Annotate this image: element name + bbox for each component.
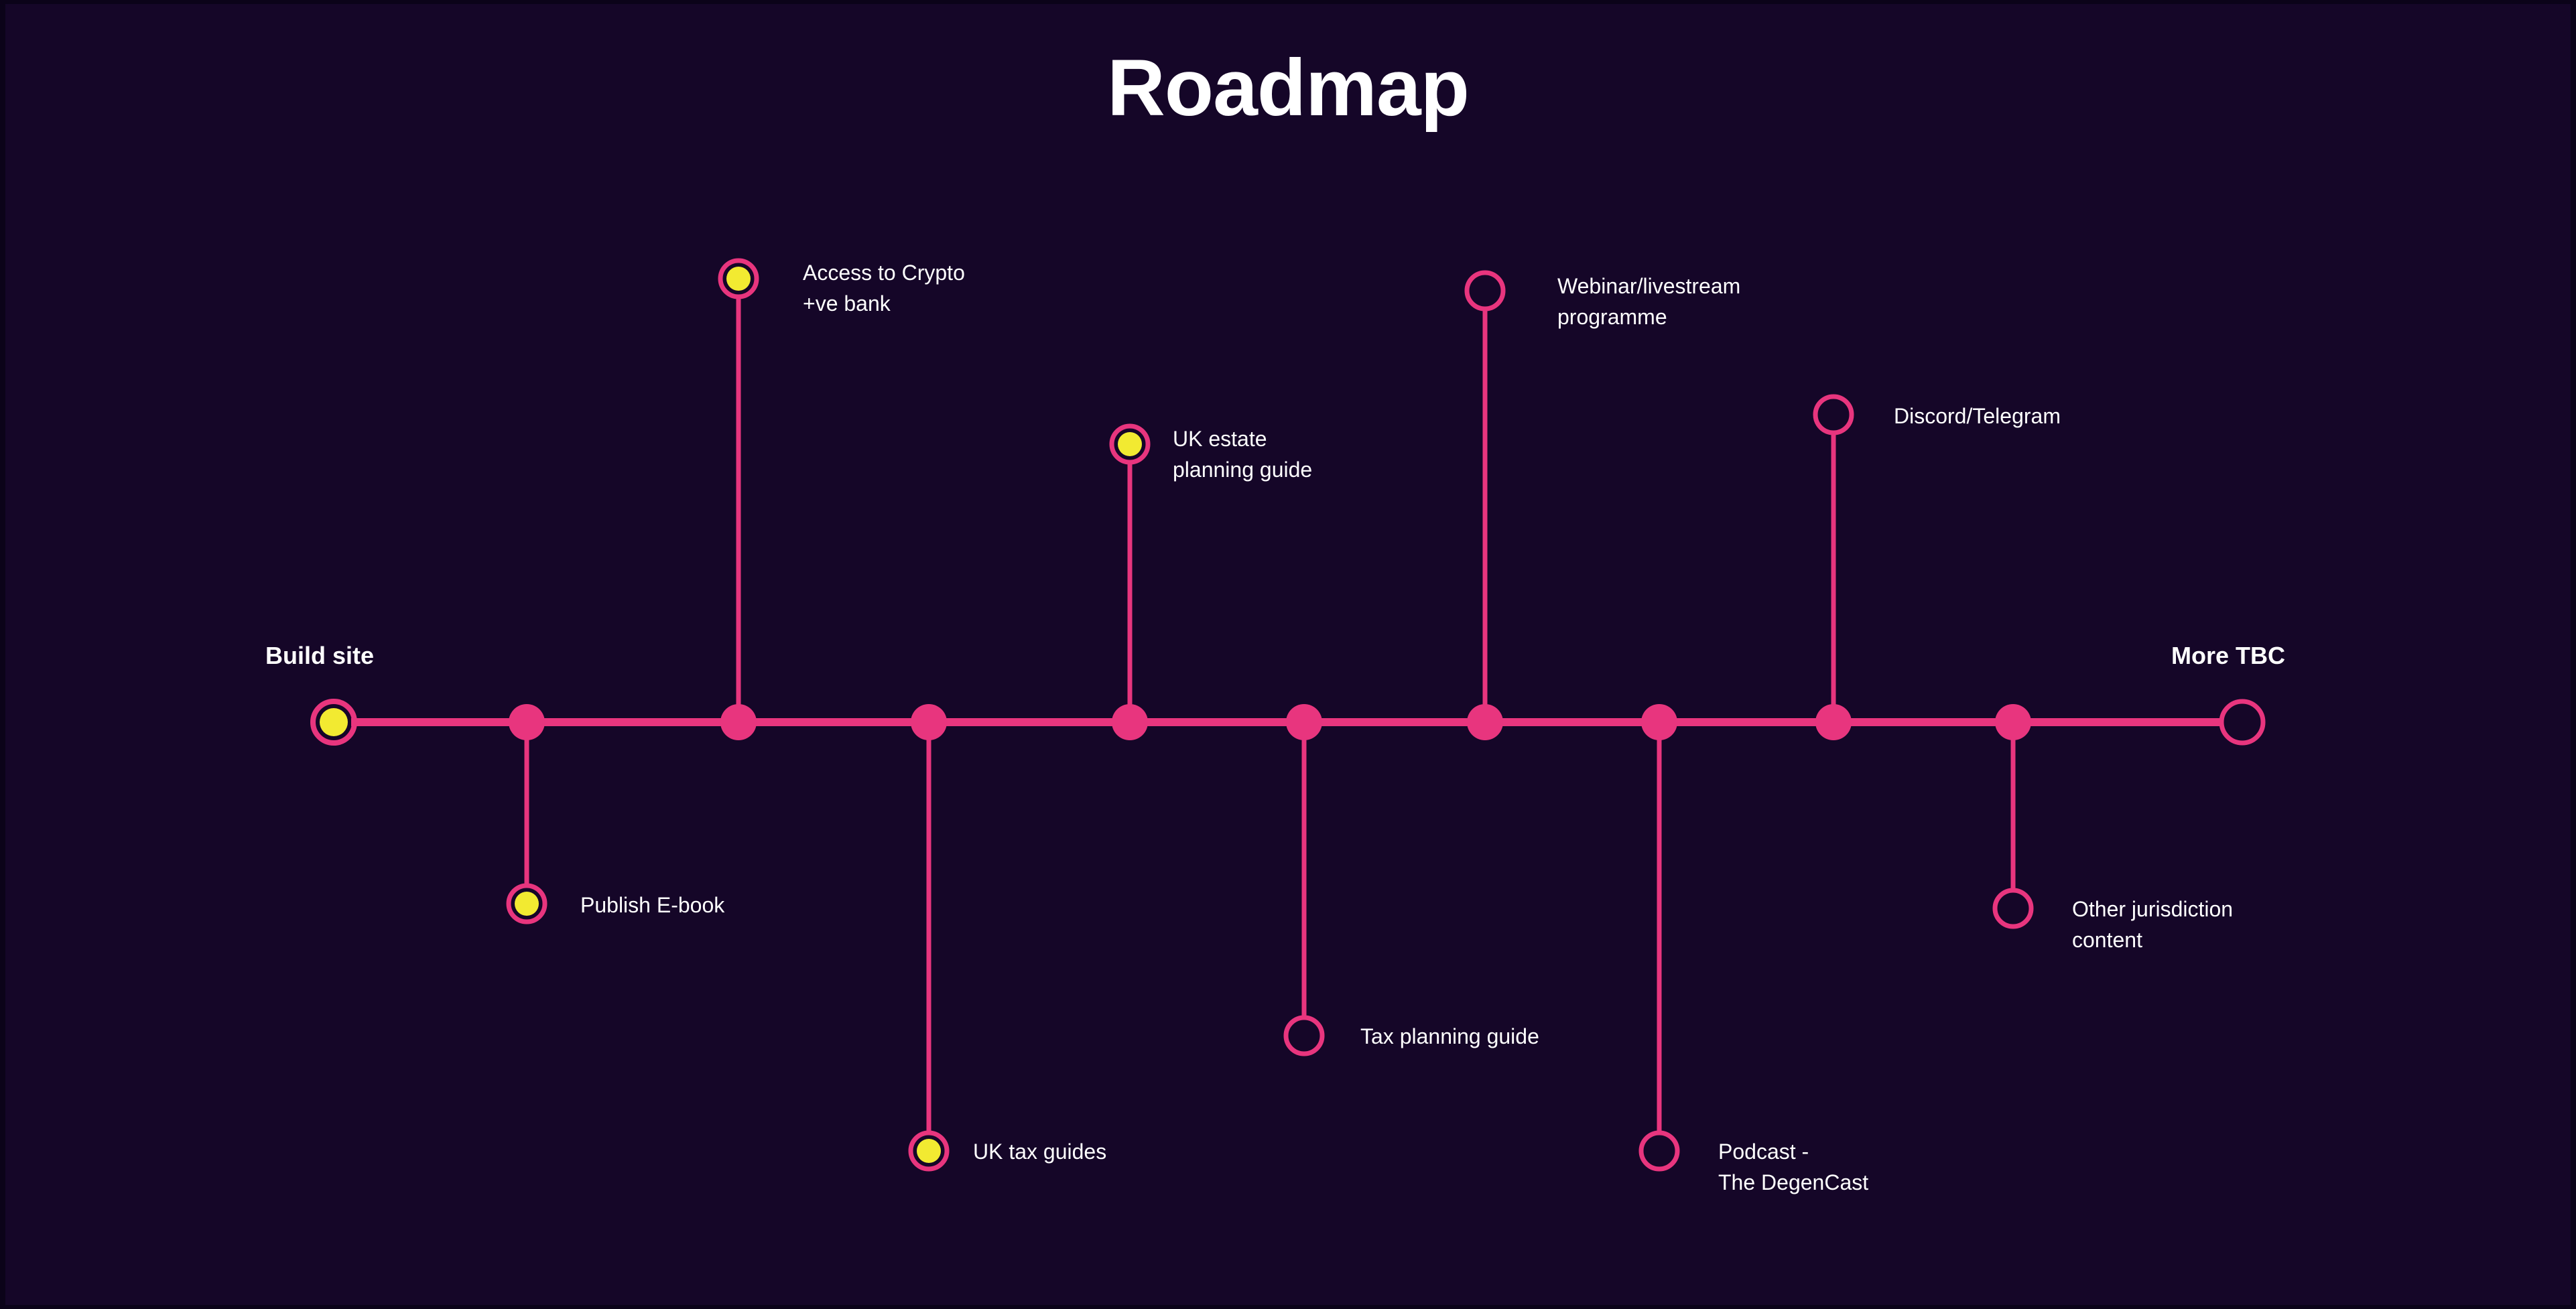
branch-node-access-to-crypto-bank[interactable] <box>717 257 760 300</box>
branch-label-uk-tax-guides: UK tax guides <box>973 1140 1107 1164</box>
branch-label-publish-ebook: Publish E-book <box>580 893 725 917</box>
branch-node-tax-planning-guide[interactable] <box>1283 1014 1326 1057</box>
branch-node-webinar-livestream-programme[interactable] <box>1464 269 1506 312</box>
timeline-start-label: Build site <box>265 642 375 669</box>
timeline-end-label: More TBC <box>2171 642 2285 669</box>
milestone-dot-9[interactable] <box>1993 702 2033 742</box>
branch-label-webinar-livestream-programme: Webinar/livestream programme <box>1557 274 1741 329</box>
branch-label-podcast-the-degencast: Podcast - The DegenCast <box>1718 1140 1869 1194</box>
milestone-dot-4[interactable] <box>1110 702 1150 742</box>
page-title: Roadmap <box>1107 43 1470 133</box>
branch-node-discord-telegram[interactable] <box>1812 393 1855 436</box>
milestone-dot-3[interactable] <box>909 702 949 742</box>
milestone-dot-1[interactable] <box>507 702 547 742</box>
milestone-dot-7[interactable] <box>1639 702 1679 742</box>
branch-node-publish-ebook[interactable] <box>505 882 548 925</box>
branch-label-tax-planning-guide: Tax planning guide <box>1360 1024 1539 1048</box>
milestone-dot-6[interactable] <box>1465 702 1505 742</box>
branch-node-uk-tax-guides[interactable] <box>907 1129 950 1172</box>
branch-label-discord-telegram: Discord/Telegram <box>1894 404 2061 428</box>
milestone-dot-5[interactable] <box>1284 702 1324 742</box>
timeline-start-node[interactable] <box>310 698 358 746</box>
branch-label-other-jurisdiction-content: Other jurisdiction content <box>2072 897 2234 952</box>
milestone-dot-2[interactable] <box>718 702 759 742</box>
milestone-dot-8[interactable] <box>1813 702 1854 742</box>
branch-label-uk-estate-planning-guide: UK estate planning guide <box>1173 427 1313 482</box>
branch-label-access-to-crypto-bank: Access to Crypto +ve bank <box>803 261 965 316</box>
branch-node-podcast-the-degencast[interactable] <box>1638 1129 1681 1172</box>
branch-node-uk-estate-planning-guide[interactable] <box>1108 423 1151 466</box>
timeline-end-node[interactable] <box>2218 698 2266 746</box>
branch-node-other-jurisdiction-content[interactable] <box>1992 887 2035 930</box>
